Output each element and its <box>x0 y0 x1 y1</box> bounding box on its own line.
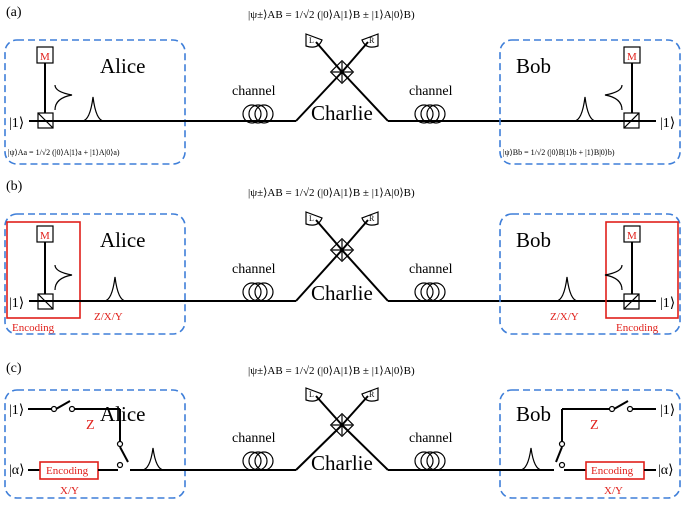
panel-c-tag: (c) <box>6 361 22 376</box>
alice-switch-z-c[interactable] <box>55 400 71 410</box>
alice-switch-label-c: Z <box>86 418 95 433</box>
charlie-beamsplitter-a <box>329 59 355 85</box>
alice-basis-c: X/Y <box>60 485 79 497</box>
bob-pulse-a <box>573 96 597 122</box>
bob-box-b <box>499 213 681 335</box>
alice-box-a <box>4 39 186 165</box>
detector-right-a <box>361 33 379 48</box>
alice-photon-a: |1⟩ <box>9 116 24 131</box>
bob-encoding-box-b <box>605 221 679 319</box>
bob-box-a <box>499 39 681 165</box>
detector-right-label-b: R <box>369 214 375 223</box>
alice-name-c: Alice <box>100 402 145 426</box>
detector-right-label-a: R <box>369 36 375 45</box>
detector-left-b <box>305 211 323 226</box>
channel-right-label-b: channel <box>409 262 453 277</box>
alice-box-b <box>4 213 186 335</box>
channel-left-coil-c <box>242 451 274 471</box>
bob-basis-b: Z/X/Y <box>550 311 579 323</box>
charlie-c: L R Charlie <box>295 387 389 475</box>
bob-coherent-c: |α⟩ <box>658 463 674 478</box>
alice-coherent-c: |α⟩ <box>9 463 25 478</box>
panel-a-state-formula: |ψ±⟩AB = 1/√2 (|0⟩A|1⟩B ± |1⟩A|0⟩B) <box>248 9 415 21</box>
bob-beamsplitter-a <box>623 112 640 129</box>
detector-right-b <box>361 211 379 226</box>
detector-left-label-b: L <box>309 214 314 223</box>
bob-measure-label-a: M <box>627 51 637 63</box>
bob-photon-c: |1⟩ <box>660 403 675 418</box>
bob-measure-label-b: M <box>627 230 637 242</box>
bob-photon-a: |1⟩ <box>660 116 675 131</box>
detector-right-label-c: R <box>369 390 375 399</box>
charlie-name-a: Charlie <box>311 101 373 125</box>
bob-basis-c: X/Y <box>604 485 623 497</box>
alice-pulse-c <box>141 447 165 471</box>
alice-encoding-label-c: Encoding <box>46 465 89 477</box>
alice-pulse-b <box>103 276 127 302</box>
detector-left-label-c: L <box>309 390 314 399</box>
channel-right-label-c: channel <box>409 431 453 446</box>
bob-switch-z-c[interactable] <box>613 400 629 410</box>
charlie-name-b: Charlie <box>311 281 373 305</box>
charlie-a: L R Charlie <box>295 33 389 125</box>
bob-photon-b: |1⟩ <box>660 296 675 311</box>
bob-name-a: Bob <box>516 54 551 78</box>
channel-right-label-a: channel <box>409 84 453 99</box>
alice-local-state-a: |ψ⟩Aa = 1/√2 (|0⟩A|1⟩a + |1⟩A|0⟩a) <box>8 148 120 157</box>
alice-measure-label-a: M <box>40 51 50 63</box>
panel-a: (a) |ψ±⟩AB = 1/√2 (|0⟩A|1⟩B ± |1⟩A|0⟩B) … <box>4 5 681 165</box>
panel-b-state-formula: |ψ±⟩AB = 1/√2 (|0⟩A|1⟩B ± |1⟩A|0⟩B) <box>248 187 415 199</box>
alice-box-c <box>4 389 186 499</box>
bob-local-state-a: |ψ⟩Bb = 1/√2 (|0⟩B|1⟩b + |1⟩B|0⟩b) <box>503 148 615 157</box>
channel-left-coil-a <box>242 104 274 124</box>
charlie-name-c: Charlie <box>311 451 373 475</box>
alice-encoding-box-b <box>6 221 81 319</box>
panel-c-state-formula: |ψ±⟩AB = 1/√2 (|0⟩A|1⟩B ± |1⟩A|0⟩B) <box>248 365 415 377</box>
alice-photon-b: |1⟩ <box>9 296 24 311</box>
bob-name-c: Bob <box>516 402 551 426</box>
bob-box-c <box>499 389 681 499</box>
bob-pulse-b <box>555 276 579 302</box>
channel-right-coil-c <box>414 451 446 471</box>
alice-basis-b: Z/X/Y <box>94 311 123 323</box>
alice-encoding-label-b: Encoding <box>12 322 55 334</box>
panel-a-tag: (a) <box>6 5 22 20</box>
bob-switch-c[interactable] <box>555 446 563 463</box>
channel-right-coil-a <box>414 104 446 124</box>
alice-pulse-vertical-a <box>54 84 73 111</box>
detector-right-c <box>361 387 379 402</box>
bob-switch-label-c: Z <box>590 418 599 433</box>
channel-left-label-b: channel <box>232 262 276 277</box>
charlie-b: L R Charlie <box>295 211 389 305</box>
bob-name-b: Bob <box>516 228 551 252</box>
bob-encoding-label-b: Encoding <box>616 322 659 334</box>
channel-right-coil-b <box>414 282 446 302</box>
alice-measure-label-b: M <box>40 230 50 242</box>
bob-pulse-c <box>519 447 543 471</box>
alice-photon-c: |1⟩ <box>9 403 24 418</box>
alice-switch-c[interactable] <box>119 446 129 463</box>
alice-name-b: Alice <box>100 228 145 252</box>
detector-left-a <box>305 33 323 48</box>
panel-b: (b) |ψ±⟩AB = 1/√2 (|0⟩A|1⟩B ± |1⟩A|0⟩B) … <box>4 179 681 335</box>
bob-encoding-label-c: Encoding <box>591 465 634 477</box>
detector-left-label-a: L <box>309 36 314 45</box>
alice-name-a: Alice <box>100 54 145 78</box>
channel-left-label-a: channel <box>232 84 276 99</box>
panel-c: (c) |ψ±⟩AB = 1/√2 (|0⟩A|1⟩B ± |1⟩A|0⟩B) … <box>4 361 681 499</box>
bob-beamsplitter-b <box>623 293 640 310</box>
alice-pulse-a <box>81 96 105 122</box>
channel-left-label-c: channel <box>232 431 276 446</box>
panel-b-tag: (b) <box>6 179 23 194</box>
channel-left-coil-b <box>242 282 274 302</box>
detector-left-c <box>305 387 323 402</box>
